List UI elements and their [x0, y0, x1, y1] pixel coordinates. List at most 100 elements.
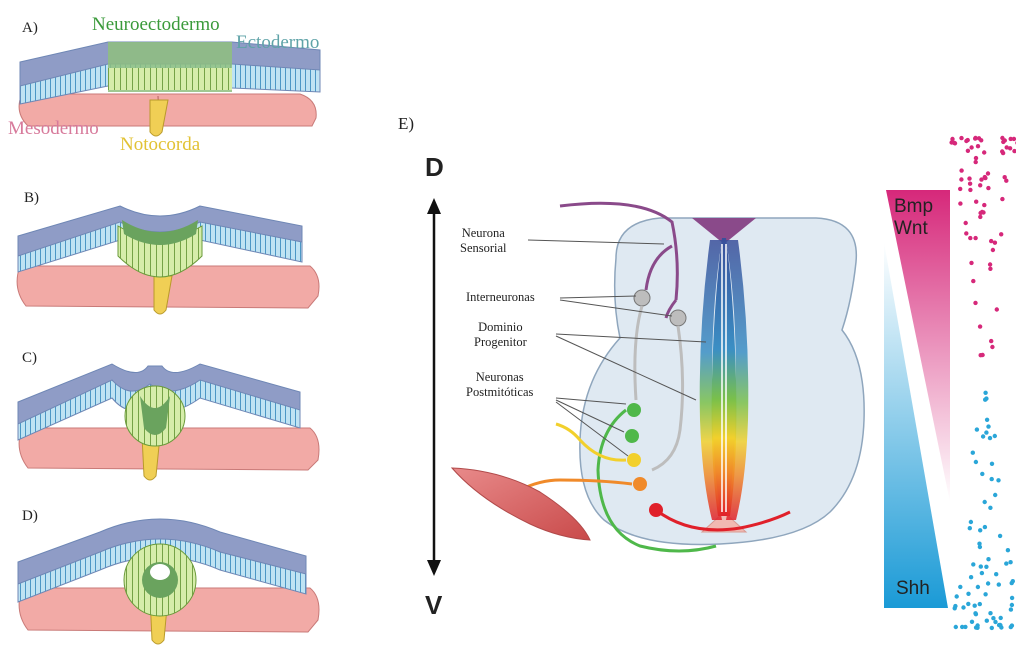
morphogen-dot: [964, 231, 968, 235]
panel-b-label: B): [24, 190, 39, 207]
morphogen-dot: [1009, 607, 1013, 611]
neuroectoderm-label: Neuroectodermo: [92, 14, 220, 36]
morphogen-dot: [984, 396, 988, 400]
morphogen-dot: [990, 462, 994, 466]
morphogen-dot: [969, 520, 973, 524]
morphogen-dot: [997, 623, 1001, 627]
morphogen-dot: [970, 620, 974, 624]
morphogen-dot: [988, 436, 992, 440]
morphogen-dot: [959, 177, 963, 181]
morphogen-dot: [966, 149, 970, 153]
morphogen-dot: [986, 424, 990, 428]
morphogen-dot: [993, 493, 997, 497]
morphogen-dot: [974, 460, 978, 464]
morphogen-dot: [994, 572, 998, 576]
morphogen-dot: [998, 534, 1002, 538]
morphogen-dot: [968, 526, 972, 530]
morphogen-dot: [984, 430, 988, 434]
morphogen-dot: [981, 210, 985, 214]
morphogen-dot: [986, 186, 990, 190]
morphogen-dot: [975, 427, 979, 431]
morphogen-dot: [980, 353, 984, 357]
morphogen-dot: [999, 616, 1003, 620]
morphogen-dot: [1011, 579, 1015, 583]
morphogen-dot: [983, 525, 987, 529]
morphogen-dot: [973, 604, 977, 608]
morphogen-dot: [966, 602, 970, 606]
morphogen-dot: [958, 201, 962, 205]
morphogen-dot: [990, 477, 994, 481]
morphogen-dot: [973, 611, 977, 615]
morphogen-dot: [964, 139, 968, 143]
dorsal-label: D: [425, 152, 444, 183]
morphogen-dot: [984, 565, 988, 569]
morphogen-dot: [978, 215, 982, 219]
morphogen-dot: [988, 611, 992, 615]
morphogen-dot: [949, 140, 953, 144]
interneurons-label: Interneuronas: [466, 290, 535, 305]
morphogen-dot: [969, 261, 973, 265]
morphogen-dot: [993, 434, 997, 438]
morphogen-dot: [961, 605, 965, 609]
morphogen-dot: [969, 145, 973, 149]
morphogen-dot: [971, 562, 975, 566]
morphogen-dot: [1012, 149, 1016, 153]
morphogen-dot: [954, 625, 958, 629]
morphogen-dot: [1000, 149, 1004, 153]
morphogen-dot: [986, 557, 990, 561]
morphogen-dot: [986, 171, 990, 175]
morphogen-dot: [1005, 145, 1009, 149]
morphogen-dot: [988, 262, 992, 266]
morphogen-dot: [973, 236, 977, 240]
morphogen-dot: [976, 144, 980, 148]
morphogen-dot: [974, 200, 978, 204]
mesoderm-label: Mesodermo: [8, 118, 99, 140]
morphogen-dot: [989, 339, 993, 343]
morphogen-dot: [980, 472, 984, 476]
morphogen-dot: [968, 236, 972, 240]
morphogen-dot: [1010, 623, 1014, 627]
shh-label: Shh: [896, 578, 930, 600]
morphogen-dot: [980, 571, 984, 575]
morphogen-dot: [971, 279, 975, 283]
panel-d-label: D): [22, 508, 38, 525]
morphogen-dot: [990, 626, 994, 630]
morphogen-dot: [982, 203, 986, 207]
morphogen-dot: [1012, 137, 1016, 141]
morphogen-dot: [963, 625, 967, 629]
postmitotic-neurons-label: NeuronasPostmitóticas: [466, 370, 533, 400]
morphogen-dot: [988, 506, 992, 510]
morphogen-dot: [967, 176, 971, 180]
morphogen-dot: [1006, 548, 1010, 552]
morphogen-dot: [953, 604, 957, 608]
morphogen-dot: [986, 581, 990, 585]
morphogen-dot: [991, 616, 995, 620]
morphogen-dot: [958, 585, 962, 589]
morphogen-dot: [968, 182, 972, 186]
morphogen-dot: [959, 168, 963, 172]
morphogen-dot: [979, 177, 983, 181]
morphogen-dot: [969, 575, 973, 579]
notochord-label: Notocorda: [120, 134, 200, 156]
morphogen-dot: [999, 232, 1003, 236]
morphogen-dot: [974, 156, 978, 160]
morphogen-dot: [959, 136, 963, 140]
morphogen-dot: [983, 391, 987, 395]
morphogen-dot: [990, 345, 994, 349]
morphogen-dot: [971, 451, 975, 455]
panel-c-label: C): [22, 350, 37, 367]
morphogen-dot: [993, 241, 997, 245]
ectoderm-label: Ectodermo: [236, 32, 319, 54]
sensory-neuron-label: NeuronaSensorial: [460, 226, 507, 256]
morphogen-dot: [982, 150, 986, 154]
morphogen-dot: [1010, 596, 1014, 600]
morphogen-dot: [958, 187, 962, 191]
morphogen-dot: [983, 592, 987, 596]
morphogen-dot: [985, 619, 989, 623]
morphogen-dot: [975, 623, 979, 627]
morphogen-dot: [1004, 179, 1008, 183]
morphogen-dot: [1000, 197, 1004, 201]
morphogen-dot: [995, 307, 999, 311]
